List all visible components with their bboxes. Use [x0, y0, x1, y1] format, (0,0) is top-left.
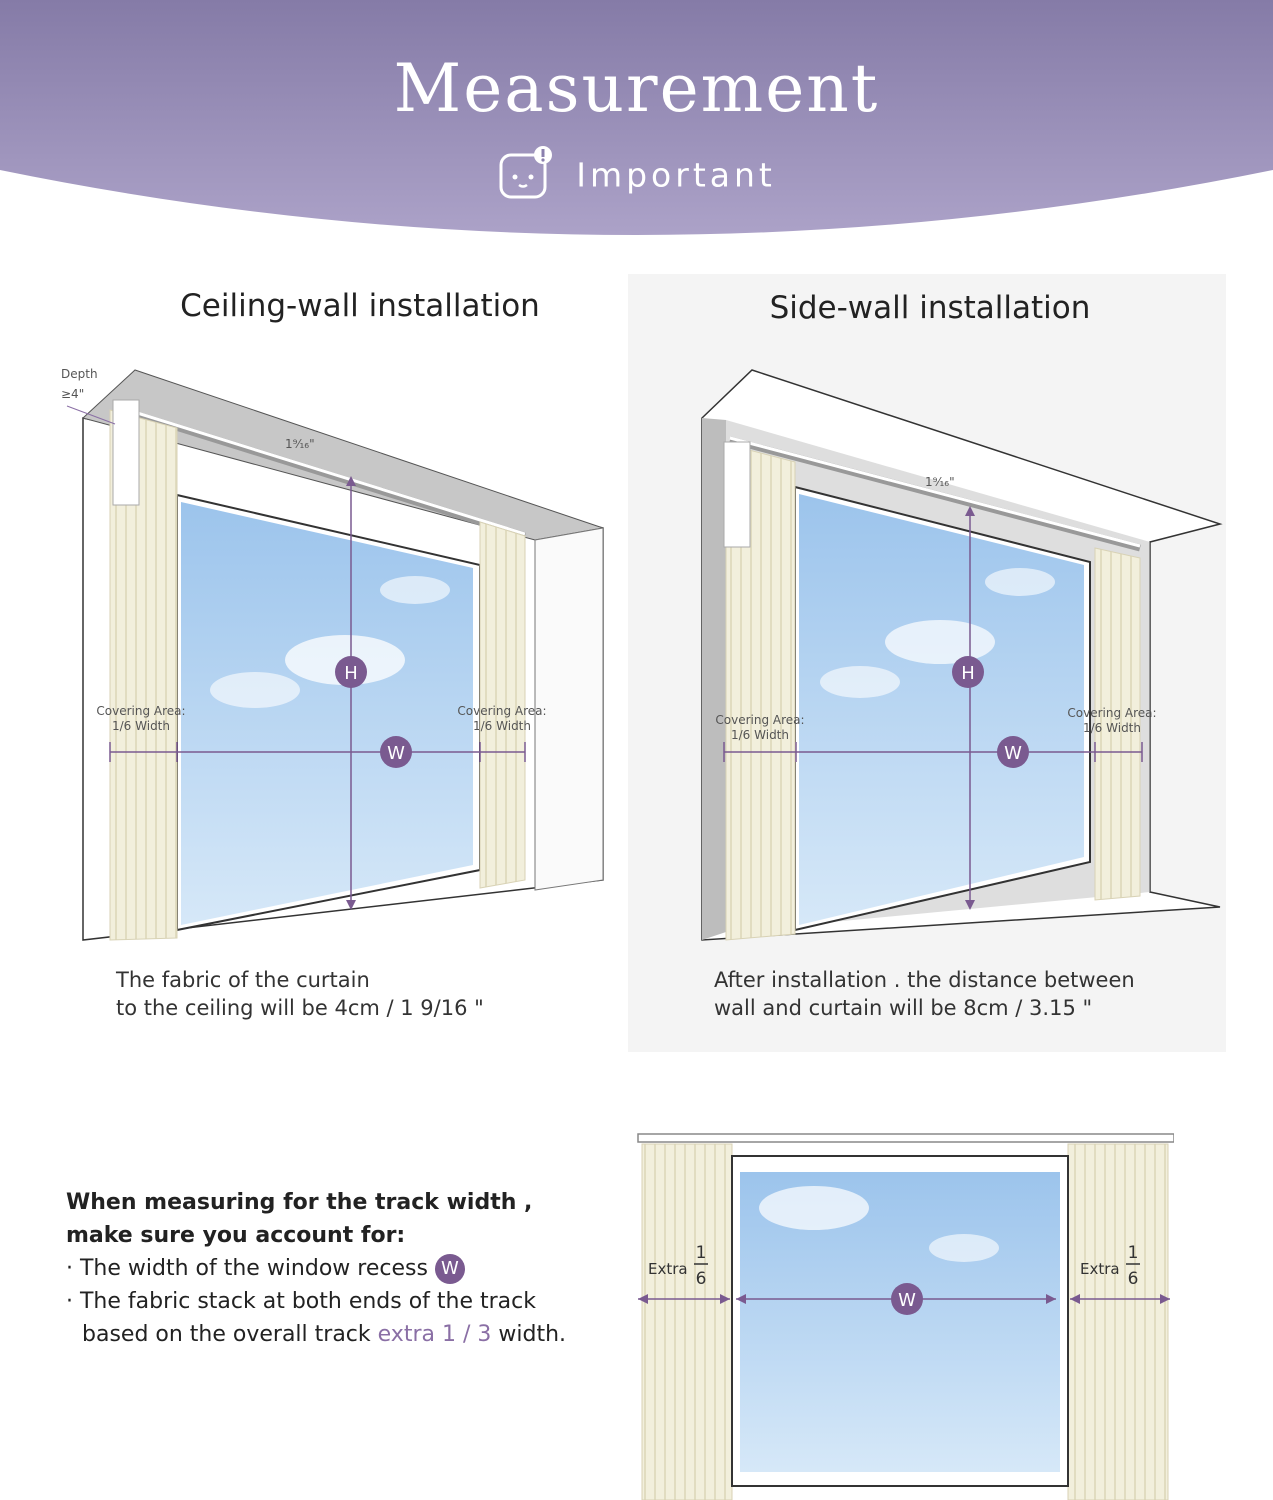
- important-badge: Important: [0, 145, 1273, 205]
- w-badge: W: [434, 1254, 465, 1284]
- track-heading-line2: make sure you account for:: [66, 1223, 406, 1248]
- side-caption-line2: wall and curtain will be 8cm / 3.15 ": [714, 996, 1093, 1020]
- depth-value: ≥4": [61, 387, 84, 401]
- side-left-covering-label: Covering Area:: [715, 713, 804, 727]
- header-banner: [0, 0, 1273, 235]
- ceiling-caption-line1: The fabric of the curtain: [116, 968, 370, 992]
- side-h-marker: H: [961, 663, 975, 684]
- track-diagram: W Extra 1 6 Extra 1 6: [637, 1133, 1174, 1500]
- side-right-covering-value: 1/6 Width: [1083, 721, 1141, 735]
- depth-label: Depth: [61, 367, 98, 381]
- extra-left-num: 1: [696, 1243, 707, 1263]
- track-bullet-3-post: width.: [498, 1322, 567, 1347]
- extra-left-label: Extra: [648, 1260, 688, 1278]
- track-bullet-3: based on the overall track extra 1 / 3 w…: [66, 1318, 566, 1351]
- track-bullet-3-accent: extra 1 / 3: [377, 1322, 492, 1347]
- ceiling-h-marker: H: [344, 663, 358, 684]
- side-w-marker: W: [1004, 743, 1022, 764]
- side-gap-label: 1⁹⁄₁₆": [925, 475, 955, 489]
- ceiling-right-covering-label: Covering Area:: [457, 704, 546, 718]
- side-left-covering-value: 1/6 Width: [731, 728, 789, 742]
- extra-right-label: Extra: [1080, 1260, 1120, 1278]
- track-bullet-3-pre: based on the overall track: [82, 1322, 371, 1347]
- extra-right-num: 1: [1128, 1243, 1139, 1263]
- side-caption: After installation . the distance betwee…: [714, 966, 1214, 1022]
- badge-label: Important: [576, 155, 776, 195]
- ceiling-caption-line2: to the ceiling will be 4cm / 1 9/16 ": [116, 996, 484, 1020]
- ceiling-w-marker: W: [387, 743, 405, 764]
- track-bullet-1: · The width of the window recess W: [66, 1252, 566, 1285]
- ceiling-title: Ceiling-wall installation: [180, 288, 540, 324]
- ceiling-caption: The fabric of the curtain to the ceiling…: [116, 966, 596, 1022]
- ceiling-diagram: Depth ≥4" 1⁹⁄₁₆" H W Covering Area: 1/6 …: [61, 367, 604, 941]
- side-diagram: 1⁹⁄₁₆" H W Covering Area: 1/6 Width Cove…: [701, 369, 1223, 941]
- side-caption-line1: After installation . the distance betwee…: [714, 968, 1135, 992]
- track-bullet-2: · The fabric stack at both ends of the t…: [66, 1289, 537, 1314]
- track-heading-line1: When measuring for the track width ,: [66, 1190, 533, 1215]
- side-title: Side-wall installation: [769, 290, 1091, 326]
- extra-left-den: 6: [696, 1269, 707, 1289]
- ceiling-right-covering-value: 1/6 Width: [473, 719, 531, 733]
- ceiling-left-covering-label: Covering Area:: [96, 704, 185, 718]
- page-title: Measurement: [393, 50, 880, 127]
- extra-right-den: 6: [1128, 1269, 1139, 1289]
- track-w-marker: W: [898, 1290, 916, 1311]
- ceiling-gap-label: 1⁹⁄₁₆": [285, 437, 315, 451]
- track-width-notes: When measuring for the track width , mak…: [66, 1186, 566, 1351]
- side-right-covering-label: Covering Area:: [1067, 706, 1156, 720]
- ceiling-left-covering-value: 1/6 Width: [112, 719, 170, 733]
- track-bullet-1-text: · The width of the window recess: [66, 1256, 428, 1281]
- notice-face-icon: [497, 145, 553, 205]
